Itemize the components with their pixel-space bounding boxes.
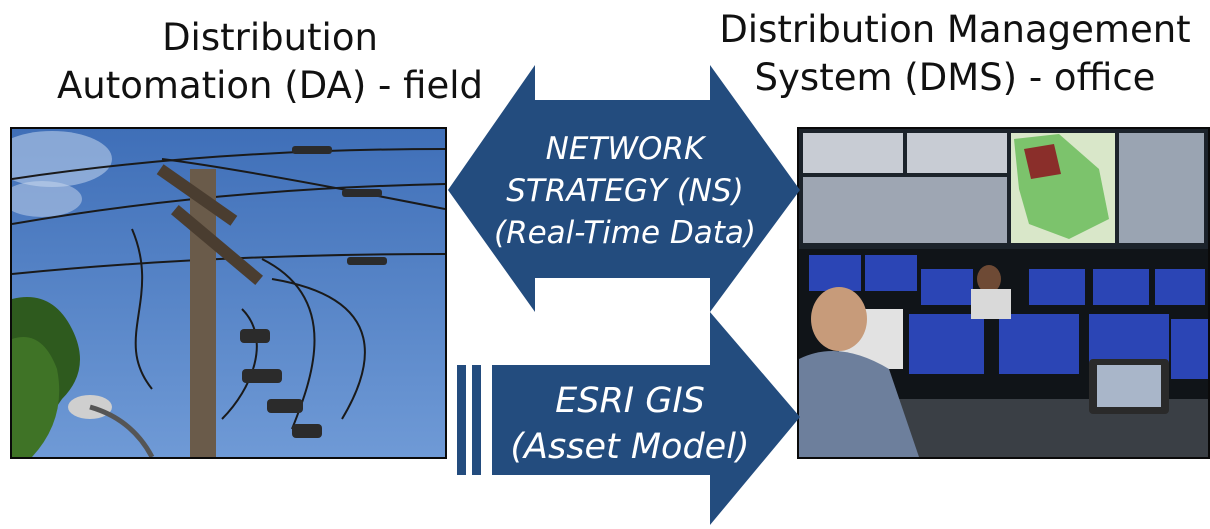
utility-pole-photo — [10, 127, 447, 459]
gis-arrow-stripe — [472, 365, 481, 475]
ns-double-arrow — [448, 65, 800, 312]
gis-label-line2: (Asset Model) — [510, 427, 750, 467]
control-room-photo — [797, 127, 1210, 459]
ns-label-line1: NETWORK — [545, 131, 705, 167]
gis-label-line1: ESRI GIS — [555, 381, 705, 421]
da-field-heading: Distribution Automation (DA) - field — [20, 14, 520, 110]
dms-office-heading: Distribution Management System (DMS) - o… — [700, 6, 1210, 102]
gis-arrow-stripe — [457, 365, 466, 475]
dms-heading-line1: Distribution Management — [719, 8, 1191, 51]
network-strategy-label: NETWORK STRATEGY (NS) (Real-Time Data) — [470, 128, 780, 254]
esri-gis-label: ESRI GIS (Asset Model) — [490, 378, 770, 470]
ns-label-line3: (Real-Time Data) — [493, 215, 757, 251]
da-heading-line1: Distribution — [162, 16, 378, 59]
da-heading-line2: Automation (DA) - field — [57, 64, 483, 107]
ns-label-line2: STRATEGY (NS) — [506, 173, 744, 209]
gis-arrow — [492, 312, 800, 525]
dms-heading-line2: System (DMS) - office — [754, 56, 1156, 99]
